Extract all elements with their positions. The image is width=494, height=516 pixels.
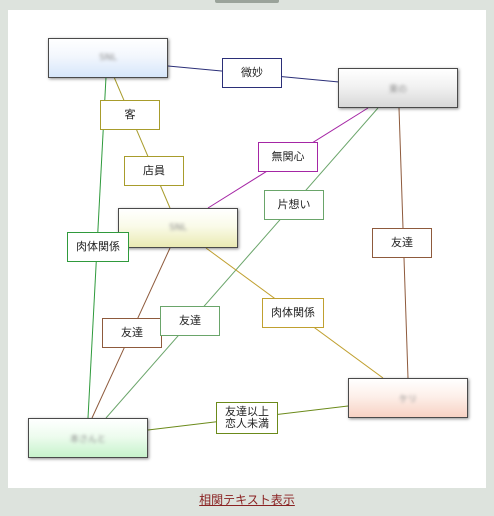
relation-label-tenin: 店員 bbox=[124, 156, 184, 186]
line-kyaku-tenin bbox=[113, 76, 171, 209]
person-node-b[interactable]: 東の bbox=[338, 68, 458, 108]
top-tab-indicator bbox=[215, 0, 279, 3]
person-node-d[interactable]: ケリ bbox=[348, 378, 468, 418]
person-node-c[interactable]: SNL bbox=[118, 208, 238, 248]
relation-label-kyaku: 客 bbox=[100, 100, 160, 130]
relation-label-tomodachi-right: 友達 bbox=[372, 228, 432, 258]
person-name: 東の bbox=[388, 84, 407, 95]
person-name: 本さんと bbox=[69, 434, 106, 445]
line-kataomoi bbox=[105, 107, 379, 419]
relation-label-mukanshin: 無関心 bbox=[258, 142, 318, 172]
relation-label-kataomoi: 片想い bbox=[264, 190, 324, 220]
person-name: ケリ bbox=[398, 394, 417, 405]
relation-label-nikutai-left: 肉体関係 bbox=[67, 232, 129, 262]
person-node-a[interactable]: SNL bbox=[48, 38, 168, 78]
relation-label-bimyo: 微妙 bbox=[222, 58, 282, 88]
relation-label-tomodachi-green: 友達 bbox=[160, 306, 220, 336]
relation-label-ijou-miman: 友達以上 恋人未満 bbox=[216, 402, 278, 434]
person-name: SNL bbox=[99, 53, 117, 63]
person-node-e[interactable]: 本さんと bbox=[28, 418, 148, 458]
correlation-diagram: SNL 東の SNL ケリ 本さんと 微妙 客 店員 無関心 片想い 肉体関係 … bbox=[8, 10, 486, 488]
relation-label-nikutai-mid: 肉体関係 bbox=[262, 298, 324, 328]
relation-label-tomodachi-brown: 友達 bbox=[102, 318, 162, 348]
person-name: SNL bbox=[169, 223, 187, 233]
show-relation-text-link[interactable]: 相関テキスト表示 bbox=[199, 493, 295, 507]
